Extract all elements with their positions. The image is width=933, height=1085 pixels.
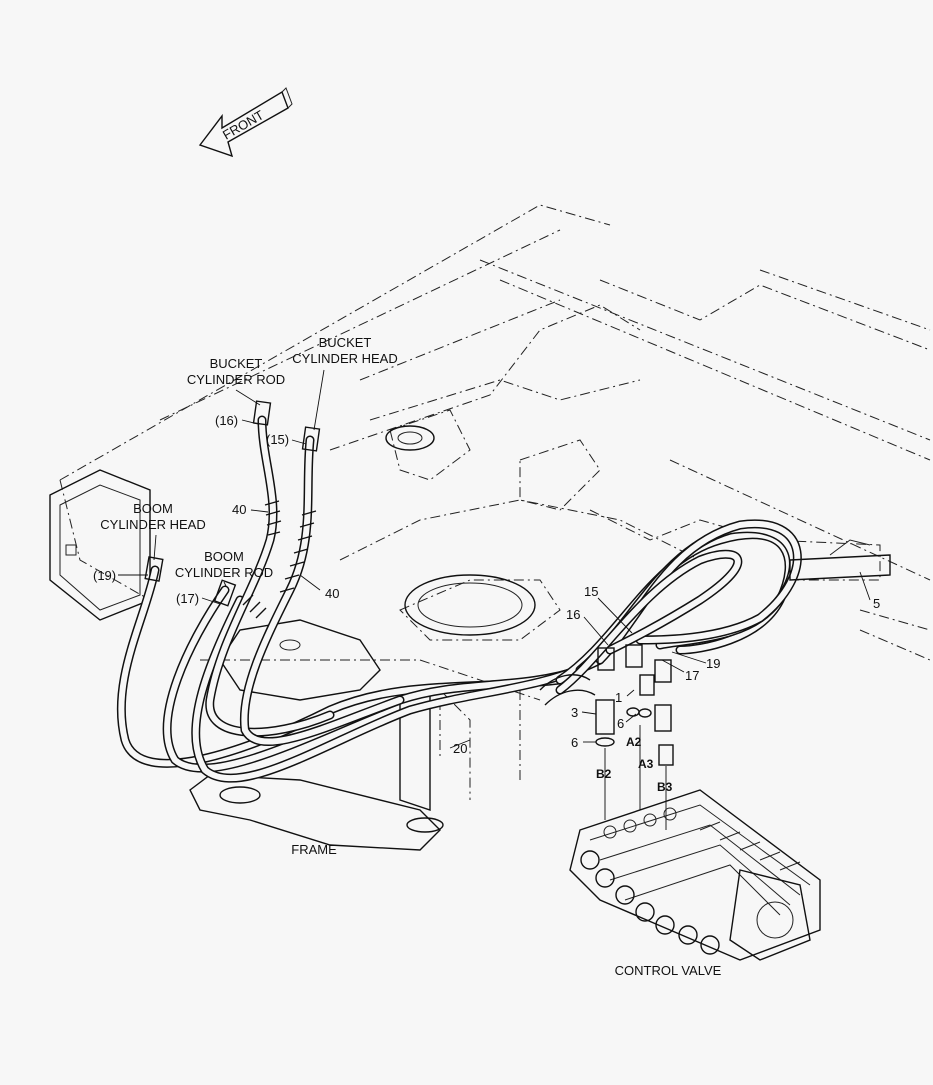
- label-bucket-rod-line1: BUCKET: [210, 356, 263, 371]
- label-boom-rod-line1: BOOM: [204, 549, 244, 564]
- callout-40a: 40: [232, 502, 246, 517]
- callout-19: 19: [706, 656, 720, 671]
- callout-6a: 6: [571, 735, 578, 750]
- port-labels: B2 A2 A3 B3: [596, 735, 673, 794]
- callout-p17: (17): [176, 591, 199, 606]
- callout-15: 15: [584, 584, 598, 599]
- control-valve: [569, 789, 821, 961]
- callout-numbers: (16) (15) (19) (17) 40 40 5 15 16 19 17 …: [93, 413, 880, 756]
- cylinder-fittings: [144, 400, 321, 607]
- upper-frame-outline: [59, 204, 931, 800]
- callout-17: 17: [685, 668, 699, 683]
- main-hose-bundle: [539, 519, 802, 706]
- callout-p16: (16): [215, 413, 238, 428]
- label-bucket-rod-line2: CYLINDER ROD: [187, 372, 285, 387]
- callout-16: 16: [566, 607, 580, 622]
- spiral-guard: [242, 500, 317, 619]
- label-frame: FRAME: [291, 842, 337, 857]
- leader-lines: [118, 369, 871, 749]
- label-boom-head-line1: BOOM: [133, 501, 173, 516]
- port-a3: A3: [638, 757, 654, 771]
- turntable: [385, 425, 536, 636]
- label-boom-rod-line2: CYLINDER ROD: [175, 565, 273, 580]
- label-bucket-head-line1: BUCKET: [319, 335, 372, 350]
- port-b3: B3: [657, 780, 673, 794]
- callout-3: 3: [571, 705, 578, 720]
- port-b2: B2: [596, 767, 612, 781]
- port-a2: A2: [626, 735, 642, 749]
- callout-1: 1: [615, 690, 622, 705]
- label-bucket-head-line2: CYLINDER HEAD: [292, 351, 397, 366]
- guard-bar: [789, 539, 891, 581]
- boom-hoses: [116, 565, 605, 783]
- callout-20: 20: [453, 741, 467, 756]
- callout-6b: 6: [617, 716, 624, 731]
- callout-p15: (15): [266, 432, 289, 447]
- label-boom-head-line2: CYLINDER HEAD: [100, 517, 205, 532]
- label-control-valve: CONTROL VALVE: [615, 963, 722, 978]
- front-arrow: FRONT: [198, 87, 293, 158]
- callout-40b: 40: [325, 586, 339, 601]
- bucket-hoses: [205, 415, 405, 747]
- callout-5: 5: [873, 596, 880, 611]
- callout-p19: (19): [93, 568, 116, 583]
- part-labels: BUCKET CYLINDER ROD BUCKET CYLINDER HEAD…: [100, 335, 721, 978]
- left-frame-box: [49, 469, 151, 621]
- valve-fittings: [595, 644, 674, 830]
